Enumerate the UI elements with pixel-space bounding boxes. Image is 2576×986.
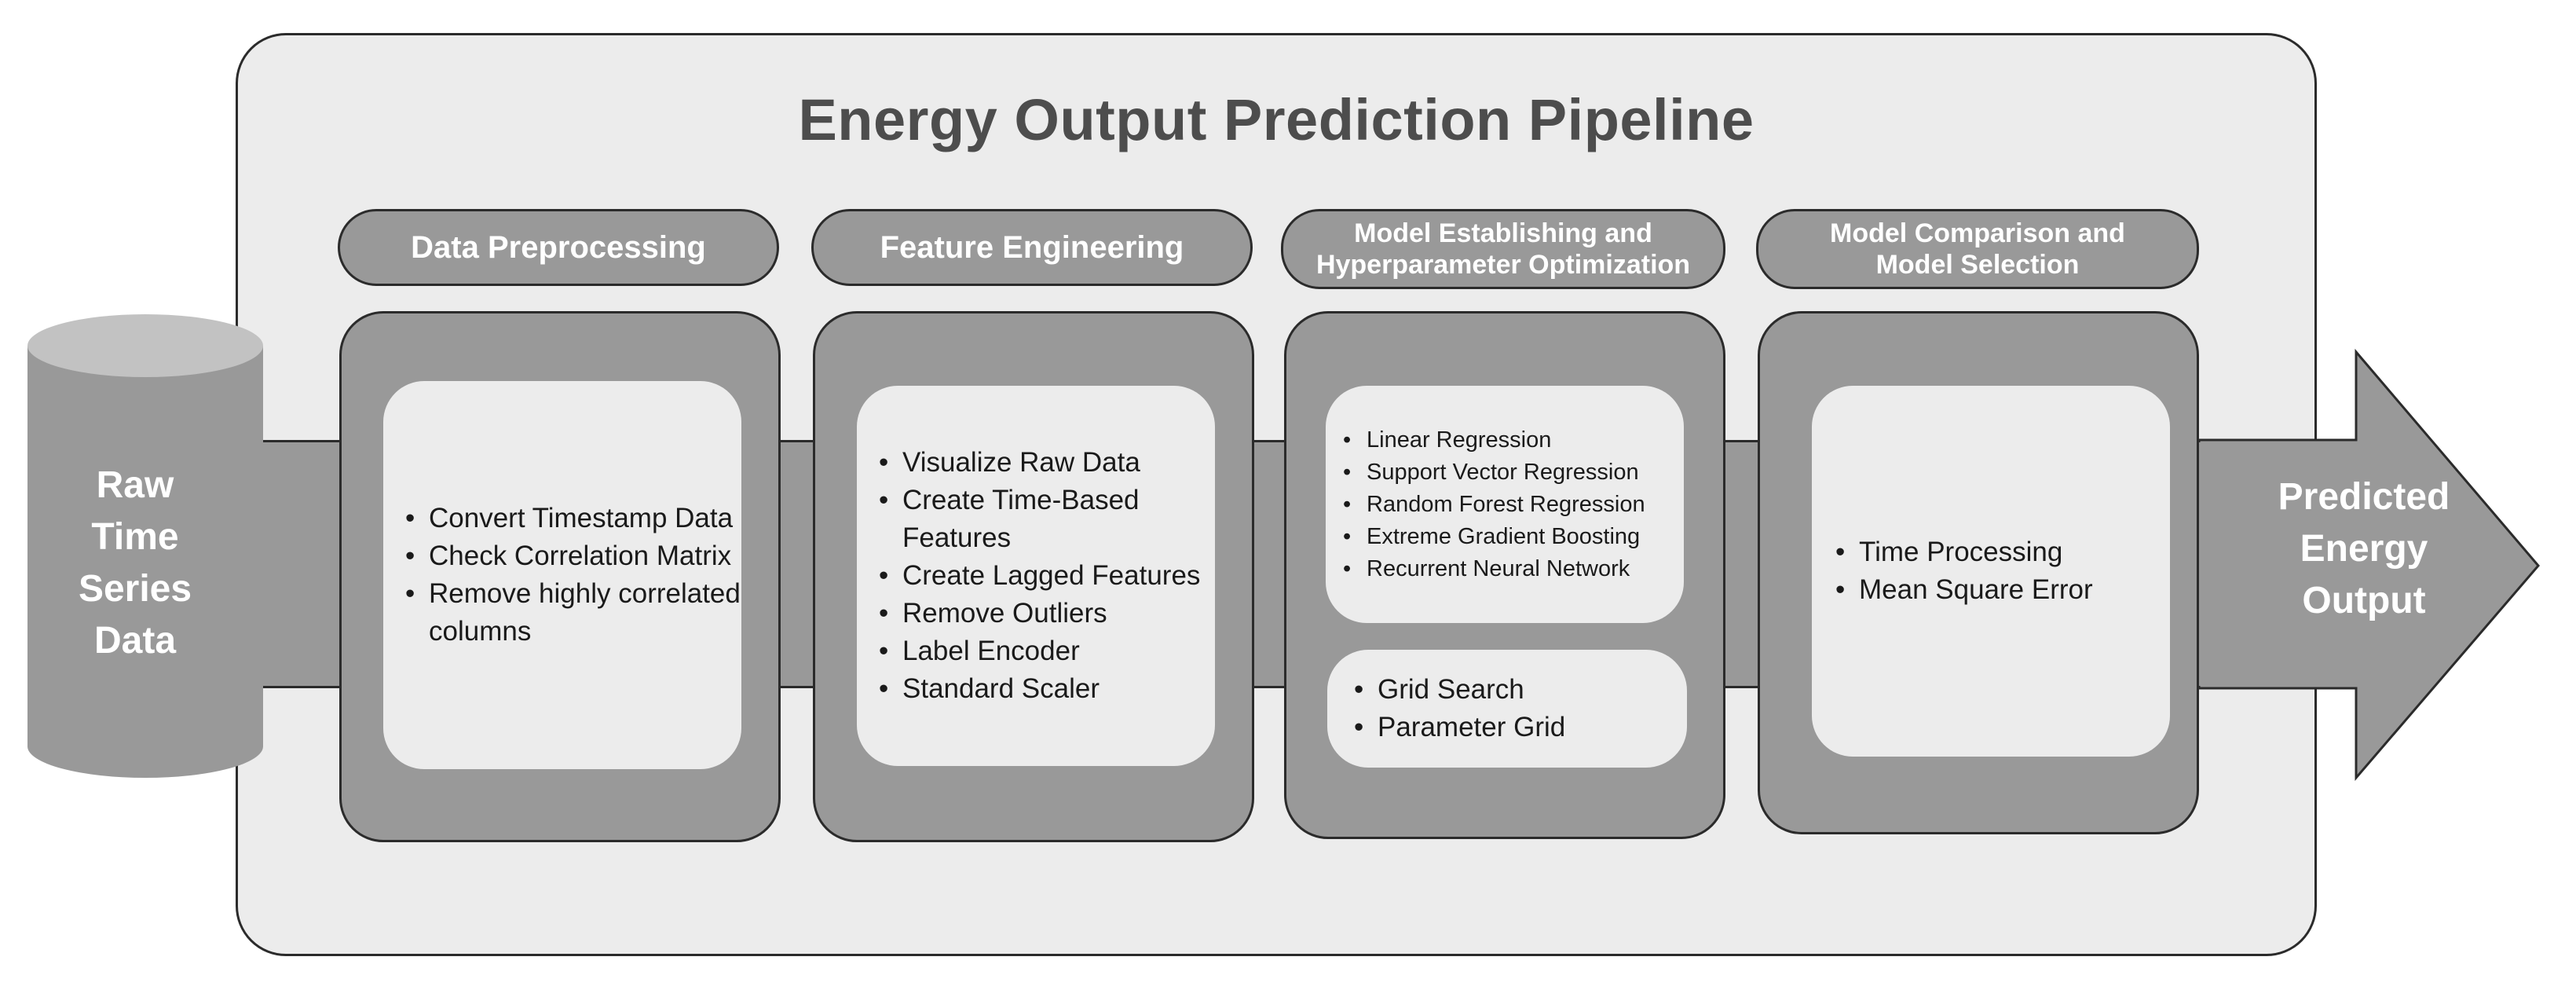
list-item: Create Lagged Features: [879, 557, 1215, 595]
list-item: Recurrent Neural Network: [1343, 553, 1684, 585]
list-item: Random Forest Regression: [1343, 489, 1684, 521]
stage-header-model-establishing: Model Establishing and Hyperparameter Op…: [1281, 209, 1725, 289]
list-item: Support Vector Regression: [1343, 456, 1684, 489]
stage-box-feature-engineering: Visualize Raw Data Create Time-Based Fea…: [813, 311, 1254, 842]
list-item: Label Encoder: [879, 632, 1215, 670]
stage-header-preprocessing: Data Preprocessing: [338, 209, 779, 286]
list-item: Parameter Grid: [1354, 709, 1687, 746]
stage-box-model-comparison: Time Processing Mean Square Error: [1758, 311, 2199, 834]
output-label-line: Predicted: [2278, 476, 2450, 518]
output-label-line: Output: [2302, 580, 2426, 621]
input-label-line: Data: [93, 620, 177, 662]
list-item: Standard Scaler: [879, 670, 1215, 708]
stage-content-model-comparison: Time Processing Mean Square Error: [1812, 386, 2170, 757]
list-item: Convert Timestamp Data: [405, 500, 741, 537]
raw-data-cylinder: [27, 314, 263, 778]
output-label: Predicted Energy Output: [2246, 471, 2482, 627]
stage-box-model-establishing: Linear Regression Support Vector Regress…: [1284, 311, 1725, 839]
list-item: Extreme Gradient Boosting: [1343, 521, 1684, 553]
diagram-title: Energy Output Prediction Pipeline: [798, 87, 1755, 152]
input-label-line: Raw: [96, 464, 174, 506]
list-item: Visualize Raw Data: [879, 444, 1215, 482]
list-item: Time Processing: [1835, 533, 2170, 571]
list-item: Grid Search: [1354, 671, 1687, 709]
list-item: Mean Square Error: [1835, 571, 2170, 609]
list-item: Remove highly correlated columns: [405, 575, 741, 651]
list-item: Remove Outliers: [879, 595, 1215, 632]
stage-box-preprocessing: Convert Timestamp Data Check Correlation…: [339, 311, 781, 842]
stage-header-feature-engineering: Feature Engineering: [811, 209, 1253, 286]
output-label-line: Energy: [2300, 528, 2428, 570]
input-label-line: Time: [91, 516, 179, 558]
list-item: Linear Regression: [1343, 424, 1684, 456]
stage-header-model-comparison: Model Comparison and Model Selection: [1756, 209, 2199, 289]
stage-content-tuning: Grid Search Parameter Grid: [1327, 650, 1687, 768]
stage-content-models: Linear Regression Support Vector Regress…: [1326, 386, 1684, 623]
list-item: Check Correlation Matrix: [405, 537, 741, 575]
stage-content-preprocessing: Convert Timestamp Data Check Correlation…: [383, 381, 741, 769]
stage-content-feature-engineering: Visualize Raw Data Create Time-Based Fea…: [857, 386, 1215, 766]
list-item: Create Time-Based Features: [879, 482, 1215, 557]
input-label-line: Series: [78, 568, 192, 610]
input-label: Raw Time Series Data: [33, 460, 237, 667]
